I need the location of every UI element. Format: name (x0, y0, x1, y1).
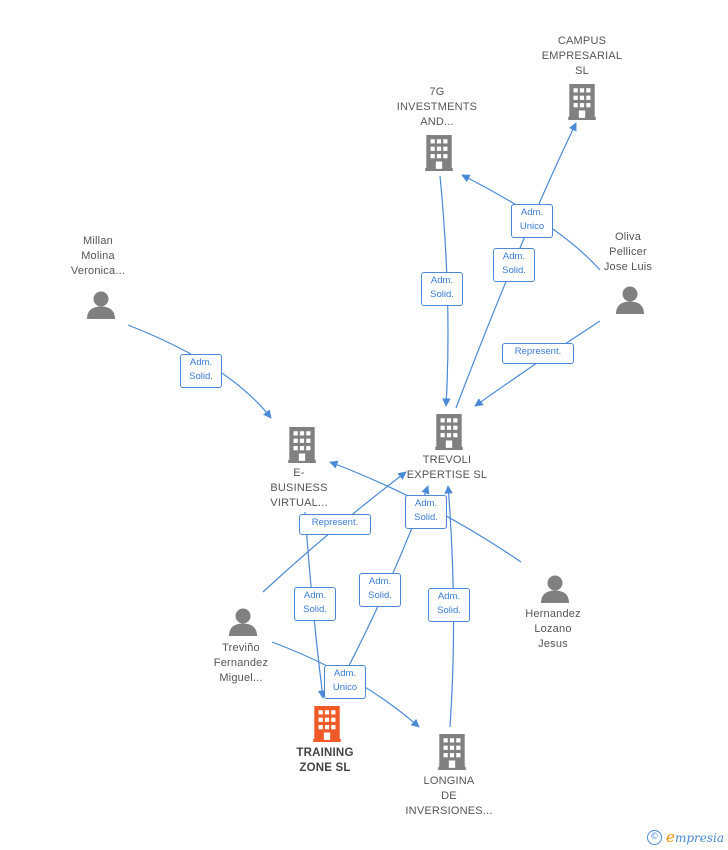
node-label-ebusiness[interactable]: E- BUSINESS VIRTUAL... (270, 467, 328, 509)
building-icon-campus[interactable] (568, 84, 596, 120)
building-icon-trevoli[interactable] (435, 414, 463, 450)
edge-label-e4[interactable]: Adm. Unico (511, 204, 553, 238)
edge-label-e10[interactable]: Adm. Solid. (428, 588, 470, 622)
edge-label-e1[interactable]: Adm. Solid. (180, 354, 222, 388)
node-label-longina[interactable]: LONGINA DE INVERSIONES... (405, 775, 493, 817)
building-icon-ebusiness[interactable] (288, 427, 316, 463)
edge-label-e5[interactable]: Represent. (502, 343, 574, 364)
node-label-oliva[interactable]: Oliva Pellicer Jose Luis (603, 231, 653, 273)
node-label-training[interactable]: TRAINING ZONE SL (296, 747, 354, 774)
node-label-millan[interactable]: Millan Molina Veronica... (70, 235, 126, 277)
node-label-hernandez[interactable]: Hernandez Lozano Jesus (525, 608, 581, 650)
node-label-7g[interactable]: 7G INVESTMENTS AND... (396, 86, 478, 128)
building-icon-longina[interactable] (438, 734, 466, 770)
person-icon-millan[interactable] (87, 291, 115, 320)
node-label-campus[interactable]: CAMPUS EMPRESARIAL SL (541, 35, 623, 77)
building-icon-training[interactable] (313, 706, 341, 742)
footer-brand: © empresia (647, 828, 724, 846)
person-icon-oliva[interactable] (616, 286, 644, 315)
person-icon-hernandez[interactable] (541, 575, 569, 604)
brand-logo-rest: mpresia (674, 830, 724, 845)
edge-label-e2[interactable]: Adm. Solid. (421, 272, 463, 306)
edge-label-e3[interactable]: Adm. Solid. (493, 248, 535, 282)
edge-label-e7[interactable]: Adm. Solid. (405, 495, 447, 529)
node-label-trevino[interactable]: Treviño Fernandez Miguel... (213, 642, 269, 684)
building-icon-7g[interactable] (425, 135, 453, 171)
brand-logo: empresia (666, 828, 724, 847)
edge-label-e8[interactable]: Adm. Solid. (294, 587, 336, 621)
edge-label-e6[interactable]: Represent. (299, 514, 371, 535)
person-icon-trevino[interactable] (229, 608, 257, 637)
node-label-trevoli[interactable]: TREVOLI EXPERTISE SL (406, 454, 488, 481)
edge-label-e9[interactable]: Adm. Solid. (359, 573, 401, 607)
copyright-icon: © (647, 829, 663, 845)
edge-label-e11[interactable]: Adm. Unico (324, 665, 366, 699)
brand-logo-first: e (666, 827, 675, 846)
